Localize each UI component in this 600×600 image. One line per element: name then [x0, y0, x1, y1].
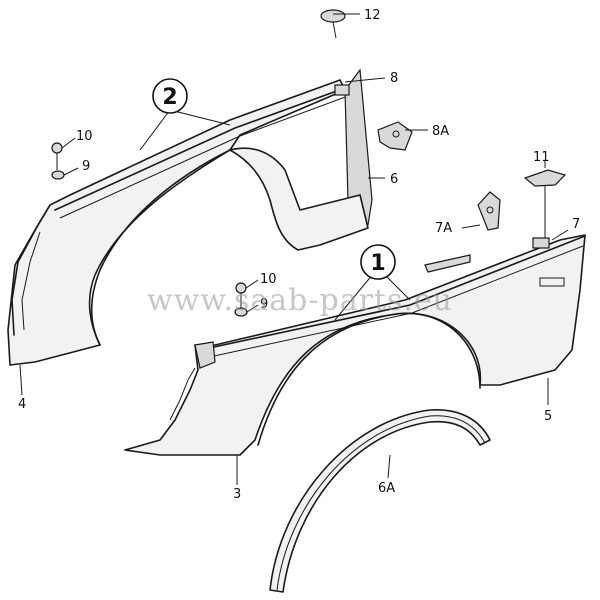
arch-liner-6a [269, 409, 491, 593]
label-6: 6 [390, 172, 398, 187]
label-5: 5 [544, 409, 552, 424]
washer-9-upper [51, 170, 65, 180]
right-fender-rear-cap [424, 254, 471, 273]
label-10-upper: 10 [76, 129, 93, 144]
leader-lines [19, 13, 569, 485]
left-fender-front-edge [11, 204, 51, 336]
right-fender-top-flange [199, 235, 586, 351]
bolt-10-upper [51, 142, 63, 154]
label-6a: 6A [378, 481, 395, 496]
label-8: 8 [390, 71, 398, 86]
left-fender-top-flange [54, 87, 346, 211]
callout-2: 2 [152, 78, 188, 114]
label-9-upper: 9 [82, 159, 90, 174]
right-fender-arch [257, 312, 481, 446]
clip-7 [532, 237, 550, 249]
part-labels: 12 8 8A 6 10 9 11 7A 7 10 9 4 5 3 6A [18, 8, 580, 502]
label-8a: 8A [432, 124, 449, 139]
label-10-lower: 10 [260, 272, 277, 287]
right-fender-front-bracket [194, 341, 216, 369]
inner-panel-6 [229, 147, 369, 251]
label-3: 3 [233, 487, 241, 502]
bracket-8a [377, 121, 413, 151]
clip-8 [334, 84, 350, 96]
callout-1: 1 [360, 244, 396, 280]
bracket-7a [477, 191, 501, 231]
left-fender-arch [90, 149, 231, 346]
callout-2-text: 2 [162, 85, 177, 110]
left-fender [7, 9, 413, 366]
label-9-lower: 9 [260, 297, 268, 312]
callout-1-text: 1 [370, 251, 385, 276]
right-fender [124, 169, 586, 456]
plug-12 [320, 9, 346, 23]
pad-11 [523, 169, 567, 187]
watermark: www.saab-parts.eu [147, 283, 453, 318]
right-fender-skin [124, 234, 586, 456]
label-7: 7 [572, 217, 580, 232]
label-11: 11 [533, 150, 550, 165]
marker-slot [539, 277, 565, 287]
label-4: 4 [18, 397, 26, 412]
label-12: 12 [364, 8, 381, 23]
label-7a: 7A [435, 221, 452, 236]
